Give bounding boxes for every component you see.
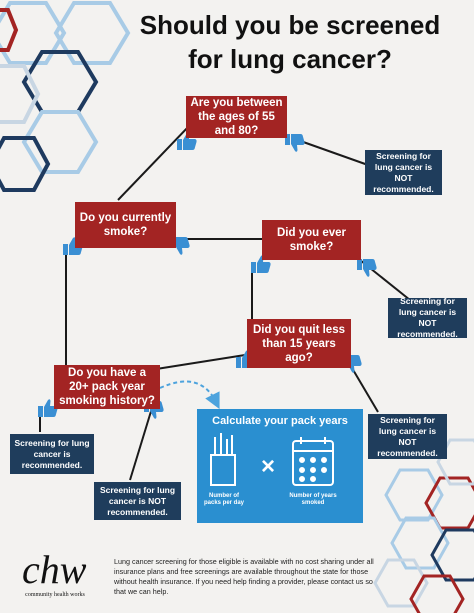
footer-note: Lung cancer screening for those eligible…: [114, 557, 374, 596]
result-ever-not-recommended: Screening for lung cancer is NOT recomme…: [388, 296, 467, 339]
years-smoked-label: Number of years smoked: [289, 493, 337, 506]
pack-years-calculator: Calculate your pack years × Number of pa…: [197, 409, 363, 523]
page-title: Should you be screened for lung cancer?: [139, 10, 441, 74]
chw-logo: chw community health works: [14, 548, 94, 608]
question-age: Are you between the ages of 55 and 80?: [186, 96, 287, 138]
thumb-down-icon: [357, 259, 377, 277]
result-pack-recommended: Screening for lung cancer is recommended…: [10, 434, 94, 474]
result-pack-not-recommended: Screening for lung cancer is NOT recomme…: [94, 482, 181, 520]
question-currently-smoke: Do you currently smoke?: [75, 202, 176, 248]
calculator-title: Calculate your pack years: [212, 415, 348, 427]
calendar-icon: [292, 437, 334, 486]
thumb-down-icon: [285, 134, 305, 152]
logo-mark: chw: [22, 547, 87, 592]
multiply-symbol: ×: [260, 453, 275, 480]
question-ever-smoke: Did you ever smoke?: [262, 220, 361, 260]
question-quit-recently: Did you quit less than 15 years ago?: [247, 319, 351, 368]
flow-connectors: [39, 124, 411, 481]
cigarette-pack-icon: [210, 433, 236, 486]
result-quit-not-recommended: Screening for lung cancer is NOT recomme…: [368, 414, 447, 459]
question-pack-years: Do you have a 20+ pack year smoking hist…: [54, 365, 160, 409]
hexagon-decoration-top-left: [0, 0, 131, 192]
hexagon-decoration-bottom-right: [373, 438, 474, 613]
result-age-not-recommended: Screening for lung cancer is NOT recomme…: [365, 150, 442, 195]
packs-per-day-label: Number of packs per day: [203, 493, 245, 506]
logo-tagline: community health works: [25, 592, 85, 598]
dashed-arrow-to-calculator: [159, 380, 220, 410]
